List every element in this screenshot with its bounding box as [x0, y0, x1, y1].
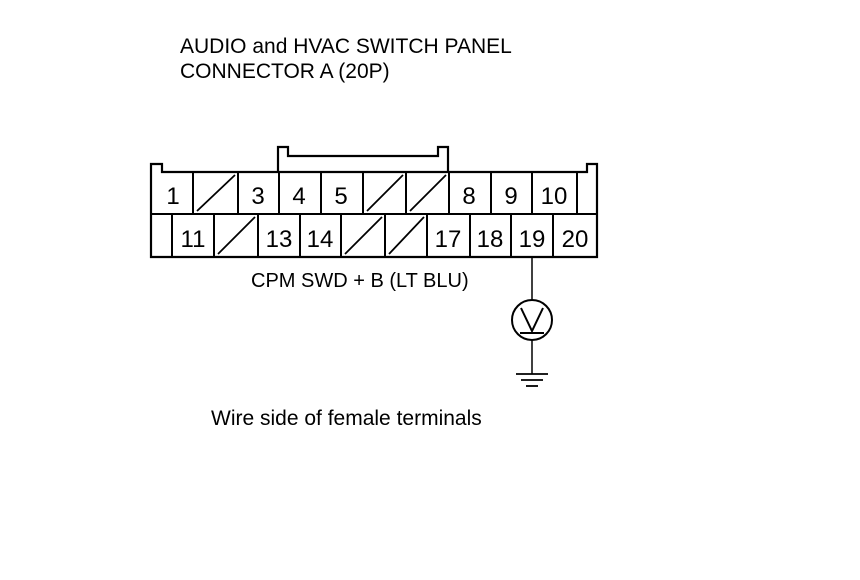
- unused-cavity-marks: [196, 174, 447, 255]
- voltmeter-v-glyph: [520, 307, 544, 334]
- top-row-dividers: [192, 172, 578, 214]
- terminal-4: 4: [292, 183, 305, 210]
- terminal-11: 11: [181, 226, 206, 253]
- connector-latch: [276, 145, 450, 172]
- connector-title-line1: AUDIO and HVAC SWITCH PANEL: [180, 35, 512, 58]
- terminal-8: 8: [462, 183, 475, 210]
- terminal-13: 13: [266, 226, 293, 253]
- bottom-row-dividers: [171, 214, 554, 257]
- terminal-1: 1: [166, 183, 179, 210]
- connector-housing: [149, 162, 599, 259]
- terminal-5: 5: [334, 183, 347, 210]
- terminal-3: 3: [251, 183, 264, 210]
- terminal-9: 9: [504, 183, 517, 210]
- terminal-17: 17: [435, 226, 462, 253]
- ground-icon: [516, 373, 548, 387]
- terminal-19: 19: [519, 226, 546, 253]
- diagram-caption: Wire side of female terminals: [211, 407, 482, 430]
- terminal-18: 18: [477, 226, 504, 253]
- terminal-20: 20: [562, 226, 589, 253]
- wire-label: CPM SWD + B (LT BLU): [251, 270, 469, 292]
- connector-title-line2: CONNECTOR A (20P): [180, 60, 390, 83]
- terminal-14: 14: [307, 226, 334, 253]
- terminal-10: 10: [541, 183, 568, 210]
